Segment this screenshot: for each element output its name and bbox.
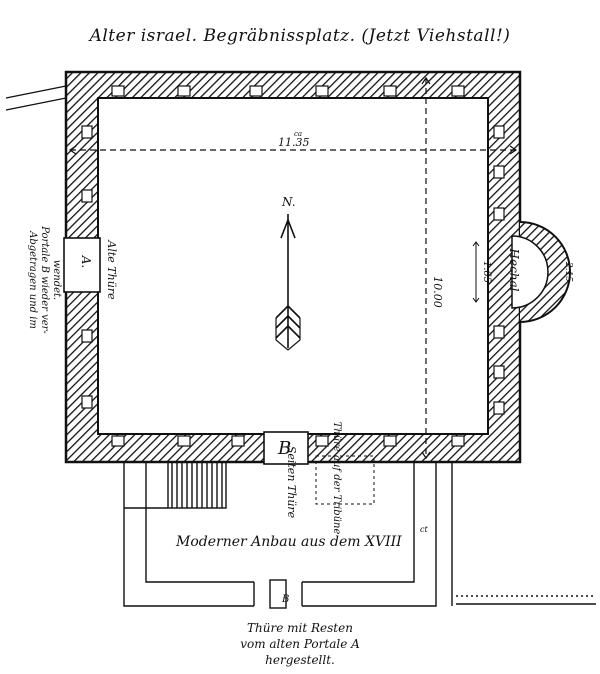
depth-dimension [421,76,431,460]
b-small-label: B [281,594,289,605]
exterior-lines [5,85,67,111]
door-a-label: A. [79,255,93,268]
building-walls [65,71,521,463]
width-dim-prefix: ca [294,130,302,138]
plan-title: Alter israel. Begräbnissplatz. (Jetzt Vi… [89,26,511,46]
door-b-label: B [277,438,291,459]
side-note-line-1: Abgetragen und im [27,230,38,329]
caption-line-2: vom alten Portale A [240,637,360,651]
side-door-label: Seiten Thüre [285,446,298,519]
old-door-label: Alte Thüre [105,239,118,300]
caption-line-3: hergestellt. [265,653,335,667]
width-dim-label: 11.35 [278,136,310,149]
modern-annex-label: Moderner Anbau aus dem XVIII [175,534,402,550]
caption-line-1: Thüre mit Resten [247,621,353,635]
tribune-outline [315,455,375,505]
apse-dim-label: 2.15 [563,261,573,282]
width-dimension [68,145,518,155]
north-arrow [275,214,301,351]
side-note-line-3: wendet. [51,260,62,300]
door-a-opening [63,237,101,293]
north-label: N. [281,195,296,209]
modern-annex [123,462,596,609]
wall-niches [81,85,505,447]
modern-annex-sup: ct [420,525,428,534]
tribune-door-label: Thüre auf der Tribüne [331,422,342,535]
niche-dimension [472,241,480,303]
side-note-line-2: Portale B wieder ver- [39,225,50,334]
depth-dim-label: 10.00 [431,276,444,308]
staircase [167,461,227,509]
door-b-opening [263,431,309,465]
hechal-label: Hechal [507,247,521,291]
niche-dim-label: 1.65 [481,261,492,283]
